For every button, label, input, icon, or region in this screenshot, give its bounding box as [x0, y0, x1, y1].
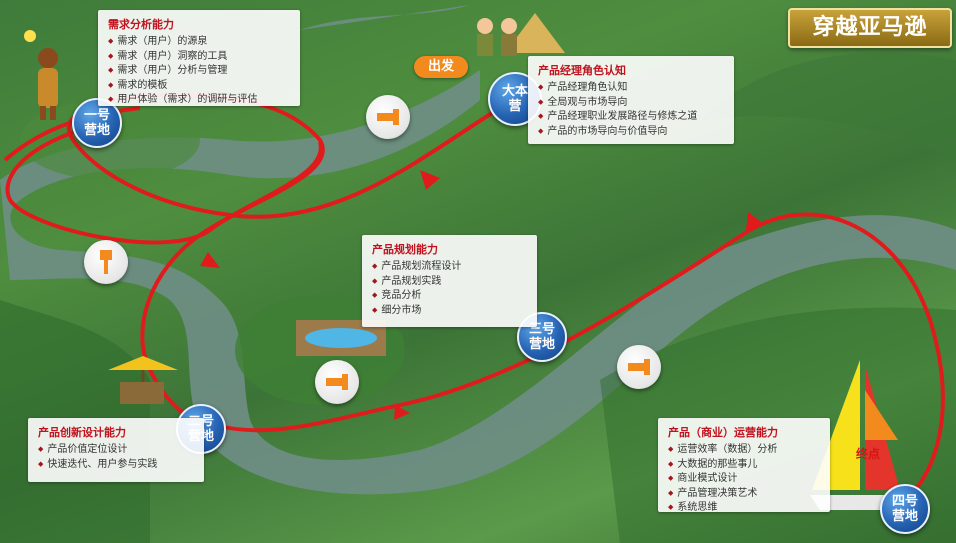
list-item: 产品规划流程设计	[372, 260, 527, 275]
panel-list: 产品价值定位设计 快速迭代、用户参与实践	[38, 443, 194, 472]
list-item: 快速迭代、用户参与实践	[38, 458, 194, 473]
tool-marker-4	[617, 345, 661, 389]
lightbulb-icon	[24, 30, 36, 42]
list-item: 需求的模板	[108, 79, 290, 94]
route-arrow	[394, 405, 410, 420]
brush-icon	[100, 250, 112, 274]
panel-list: 产品规划流程设计 产品规划实践 竞品分析 细分市场	[372, 260, 527, 318]
route-line-left	[5, 128, 323, 245]
hut-umbrella	[108, 356, 178, 404]
route-line	[66, 92, 945, 492]
panel-demand-analysis: 需求分析能力 需求（用户）的源泉 需求（用户）洞察的工具 需求（用户）分析与管理…	[98, 10, 300, 106]
finish-label: 终点	[856, 447, 881, 461]
list-item: 产品价值定位设计	[38, 443, 194, 458]
list-item: 需求（用户）的源泉	[108, 35, 290, 50]
tool-marker-3	[315, 360, 359, 404]
route-arrow	[200, 252, 220, 268]
journey-title: 穿越亚马逊	[788, 8, 952, 48]
list-item: 商业模式设计	[668, 472, 820, 487]
panel-operation: 产品（商业）运营能力 运营效率（数据）分析 大数据的那些事儿 商业模式设计 产品…	[658, 418, 830, 513]
list-item: 需求（用户）洞察的工具	[108, 50, 290, 65]
panel-innovation: 产品创新设计能力 产品价值定位设计 快速迭代、用户参与实践	[28, 418, 204, 482]
route-arrow	[420, 170, 440, 190]
caveman-figure	[38, 48, 58, 120]
panel-pm-role: 产品经理角色认知 产品经理角色认知 全局观与市场导向 产品经理职业发展路径与修炼…	[528, 56, 734, 144]
panel-title: 产品（商业）运营能力	[668, 426, 778, 439]
list-item: 产品规划实践	[372, 275, 527, 290]
river	[0, 5, 956, 495]
panel-planning: 产品规划能力 产品规划流程设计 产品规划实践 竞品分析 细分市场	[362, 235, 537, 327]
camp-1[interactable]: 一号营地	[72, 98, 122, 148]
panel-list: 需求（用户）的源泉 需求（用户）洞察的工具 需求（用户）分析与管理 需求的模板 …	[108, 35, 290, 108]
camp-4[interactable]: 四号营地	[880, 484, 930, 534]
explorers-tent	[477, 13, 565, 56]
list-item: 细分市场	[372, 304, 527, 319]
list-item: 产品经理职业发展路径与修炼之道	[538, 110, 724, 125]
hammer-icon	[377, 109, 399, 125]
route-arrow	[746, 212, 764, 230]
panel-list: 运营效率（数据）分析 大数据的那些事儿 商业模式设计 产品管理决策艺术 系统思维	[668, 443, 820, 516]
list-item: 竞品分析	[372, 289, 527, 304]
camp-4-label: 四号营地	[891, 494, 918, 524]
panel-title: 产品创新设计能力	[38, 426, 126, 439]
tool-marker-1	[366, 95, 410, 139]
list-item: 产品的市场导向与价值导向	[538, 125, 724, 140]
list-item: 系统思维	[668, 501, 820, 516]
panel-title: 产品规划能力	[372, 243, 438, 256]
list-item: 需求（用户）分析与管理	[108, 64, 290, 79]
list-item: 运营效率（数据）分析	[668, 443, 820, 458]
camp-base-label: 大本营	[501, 84, 528, 114]
list-item: 全局观与市场导向	[538, 96, 724, 111]
panel-list: 产品经理角色认知 全局观与市场导向 产品经理职业发展路径与修炼之道 产品的市场导…	[538, 81, 724, 139]
camp-1-label: 一号营地	[83, 108, 110, 138]
list-item: 产品管理决策艺术	[668, 487, 820, 502]
start-label: 出发	[414, 56, 468, 78]
list-item: 产品经理角色认知	[538, 81, 724, 96]
hammer-icon	[628, 359, 650, 375]
panel-title: 产品经理角色认知	[538, 64, 626, 77]
panel-title: 需求分析能力	[108, 18, 174, 31]
list-item: 大数据的那些事儿	[668, 458, 820, 473]
hammer-icon	[326, 374, 348, 390]
list-item: 用户体验（需求）的调研与评估	[108, 93, 290, 108]
tool-marker-2	[84, 240, 128, 284]
